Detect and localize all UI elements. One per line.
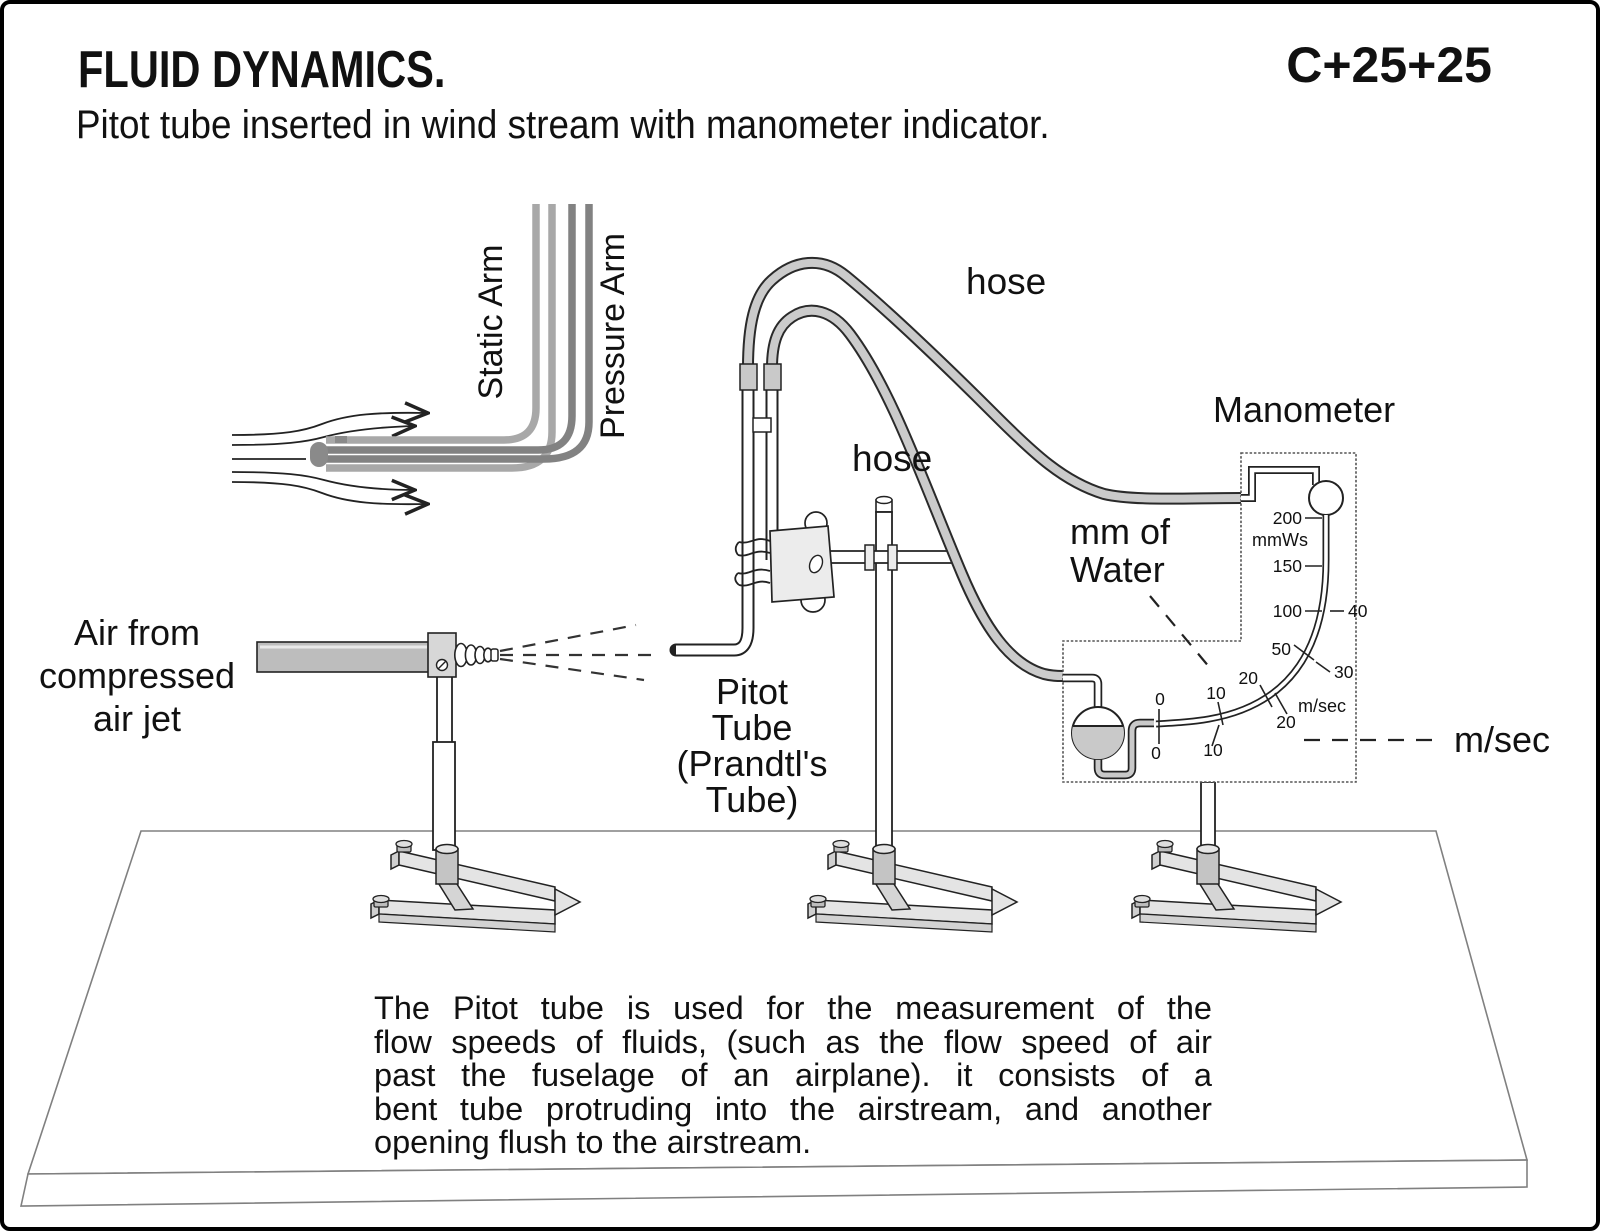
static-tube-wall-top	[326, 204, 540, 444]
caption-line: flow speeds of fluids, (such as the flow…	[374, 1023, 1212, 1060]
scale-msec-30: 30	[1334, 662, 1354, 682]
caption-line: bent tube protruding into the airstream,…	[374, 1090, 1212, 1127]
static-tube-wall-bottom	[326, 204, 556, 472]
clamp-jaw-1	[738, 538, 771, 544]
pressure-tube-wall-top	[320, 204, 576, 454]
scale-msec-0: 0	[1151, 743, 1161, 763]
pitot-label-line1: Pitot	[716, 671, 788, 712]
scale-msec-40: 40	[1348, 601, 1368, 621]
panel-top-pipe-bore	[1241, 467, 1319, 501]
air-spray-dash-top	[499, 623, 637, 653]
hose-static-outline	[766, 304, 1064, 682]
nozzle-tip	[490, 648, 499, 662]
manometer-stand-rod	[1200, 781, 1216, 851]
pitot-label-line4: Tube)	[706, 779, 799, 820]
pitot-nose-cap	[310, 442, 328, 467]
static-port-notch	[335, 436, 347, 443]
page-subtitle: Pitot tube inserted in wind stream with …	[76, 103, 1050, 147]
scale-msec-10: 10	[1203, 740, 1223, 760]
caption-line: past the fuselage of an airplane). it co…	[374, 1057, 1212, 1094]
pitot-label-line2: Tube	[712, 707, 793, 748]
inset-pitot-cross-section: Static Arm Pressure Arm	[231, 204, 632, 504]
manometer-open-bubble	[1308, 480, 1344, 516]
clamp-block-slot	[808, 554, 824, 574]
bulb-inlet-pipe-bore	[1063, 675, 1101, 711]
manometer-title: Manometer	[1213, 389, 1395, 430]
hose-label-top: hose	[966, 261, 1046, 302]
table-front-face	[20, 1159, 1528, 1207]
reservoir-bulb-water	[1072, 726, 1124, 760]
mm-of-water-label-line2: Water	[1070, 549, 1165, 590]
clamp-jaw-arc-top	[734, 541, 740, 556]
mm-of-water-label-line1: mm of	[1070, 511, 1171, 552]
scale-mmws-50: 50	[1272, 639, 1292, 659]
tick-mmws-50	[1293, 644, 1315, 661]
hose-coupler-left	[739, 363, 758, 391]
page-title: FLUID DYNAMICS.	[78, 41, 446, 99]
static-arm-label: Static Arm	[472, 245, 510, 400]
measuring-tube-bore	[1155, 515, 1328, 726]
rod-flange-right	[887, 544, 898, 571]
scale-mmws-100: 100	[1273, 601, 1302, 621]
streamline-2	[231, 426, 415, 446]
caption-paragraph: The Pitot tube is used for the measureme…	[374, 990, 1212, 1161]
scale-mmws-10: 10	[1206, 683, 1226, 703]
air-jet-label-line2: compressed	[39, 655, 235, 696]
air-jet-stand-rod-thin	[436, 675, 453, 747]
caption-line: opening flush to the airstream.	[374, 1124, 812, 1161]
scale-mmws-20: 20	[1239, 668, 1259, 688]
air-spray-dash-bottom	[499, 657, 645, 682]
hose-pressure-fill	[744, 259, 1242, 503]
tick-msec-30	[1315, 661, 1331, 673]
scale-msec-20: 20	[1276, 712, 1296, 732]
unit-mmws-label: mmWs	[1252, 530, 1308, 550]
catalog-code: C+25+25	[1286, 37, 1492, 93]
streamline-1	[231, 413, 428, 436]
pressure-tube-wall-bottom	[320, 204, 593, 463]
scale-mmws-0: 0	[1155, 689, 1165, 709]
caption-line: The Pitot tube is used for the measureme…	[374, 990, 1212, 1026]
pitot-bent-tube-bore	[676, 388, 753, 655]
streamline-5	[231, 481, 428, 504]
pitot-label-line3: (Prandtl's	[677, 743, 828, 784]
tick-msec-20	[1274, 692, 1288, 715]
clamp-jaw-3	[737, 568, 771, 575]
pitot-bent-tube-outline	[669, 381, 755, 657]
air-jet-label-line1: Air from	[74, 612, 200, 653]
tube-cross-connector	[752, 417, 772, 433]
tick-mmws-20	[1259, 684, 1273, 708]
air-jet-stand-rod	[432, 741, 456, 851]
clamp-jaw-arc-bottom	[734, 572, 740, 586]
clamp-block	[769, 525, 835, 603]
hose-static-fill	[768, 306, 1064, 680]
clamp-jaw-2	[737, 550, 771, 557]
scale-mmws-200: 200	[1273, 508, 1302, 528]
manometer-unit: 200 150 100 50 20 10 0 40 30 20 10 0 mmW…	[1062, 389, 1550, 933]
pitot-assembly: hose hose Pitot Tube (Prandtl's Tube)	[669, 257, 1242, 933]
unit-msec-inner-label: m/sec	[1298, 696, 1346, 716]
manometer-panel	[1062, 452, 1357, 783]
tick-mmws-10	[1217, 701, 1224, 726]
hose-label-mid: hose	[852, 438, 932, 479]
air-jet-label-line3: air jet	[93, 698, 181, 739]
rod-flange-left	[864, 544, 875, 571]
scale-mmws-150: 150	[1273, 556, 1302, 576]
diagram-canvas: Static Arm Pressure Arm Air from compres…	[20, 204, 1550, 1207]
mm-of-water-leader-dashes	[1149, 595, 1211, 669]
bulb-u-pipe-water	[1095, 720, 1154, 778]
jet-holder-screw-slot	[438, 661, 446, 669]
hose-coupler-right	[763, 363, 782, 391]
pitot-stand-rod-cap-top	[875, 495, 893, 505]
clamp-jaw-4	[738, 580, 771, 587]
air-jet-assembly: Air from compressed air jet	[39, 612, 654, 933]
tick-msec-10	[1211, 724, 1220, 747]
pressure-arm-label: Pressure Arm	[594, 233, 632, 439]
msec-external-label: m/sec	[1454, 719, 1550, 760]
streamline-4	[231, 471, 415, 490]
